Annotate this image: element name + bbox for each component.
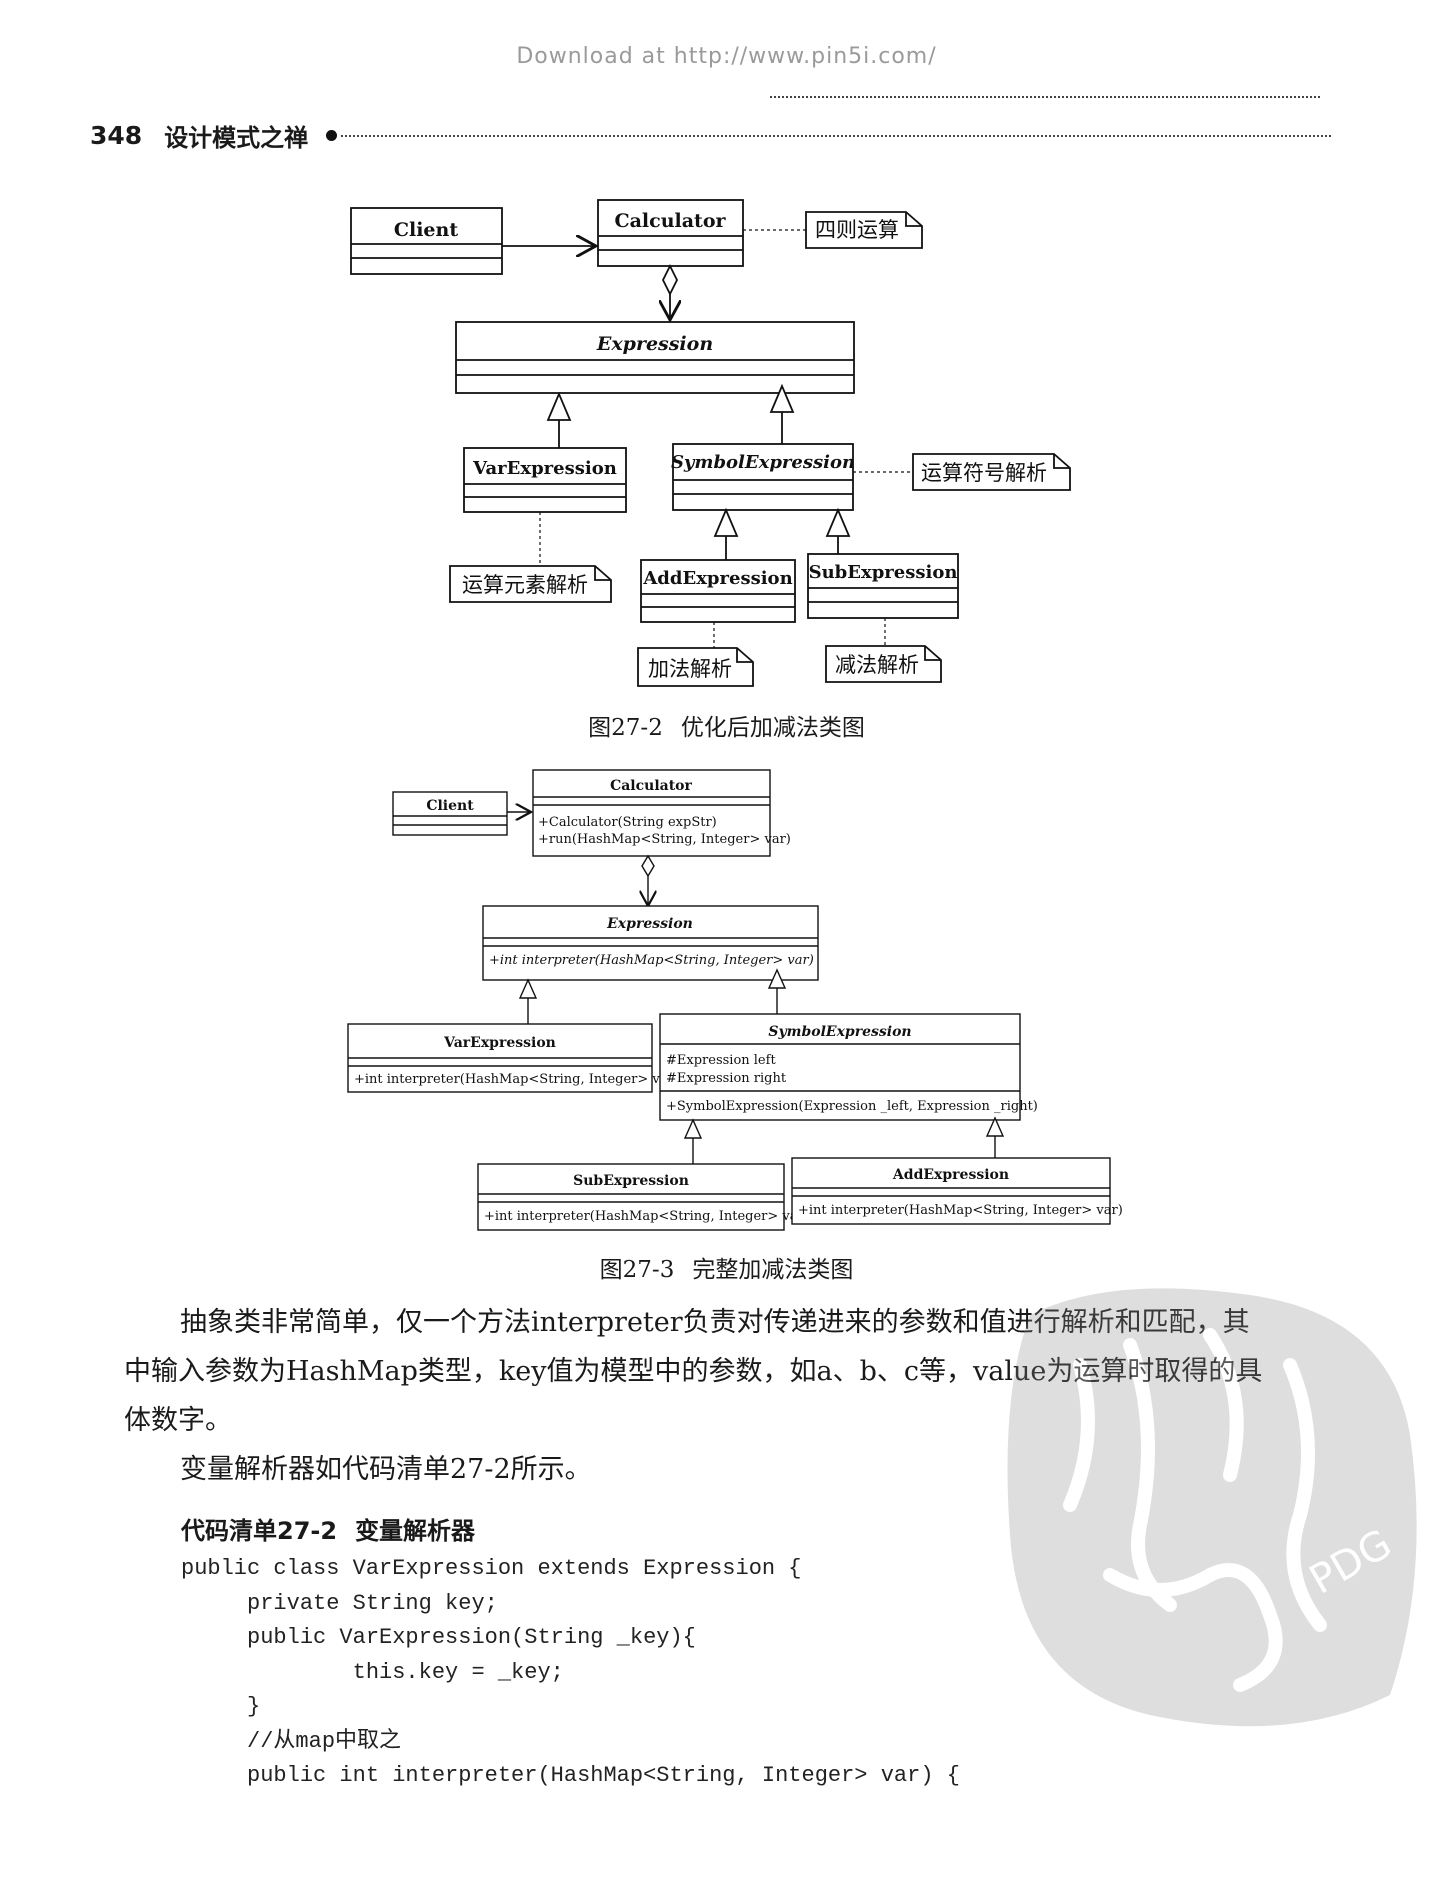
var-expression-method: +int interpreter(HashMap<String, Integer…	[354, 1072, 679, 1087]
uml-class-symbol-expression: SymbolExpression	[671, 443, 855, 511]
class-name-symbol-expression: SymbolExpression	[768, 1024, 911, 1040]
code-line: private String key;	[181, 1590, 498, 1616]
class-name-var-expression: VarExpression	[443, 1035, 556, 1051]
code-line: public int interpreter(HashMap<String, I…	[181, 1763, 960, 1788]
note-text: 运算符号解析	[921, 461, 1047, 485]
uml-class-add-expression-2: AddExpression +int interpreter(HashMap<S…	[791, 1157, 1123, 1225]
class-name-symbol-expression: SymbolExpression	[671, 452, 855, 473]
paragraph-line: 体数字。	[124, 1405, 232, 1436]
calculator-method: +run(HashMap<String, Integer> var)	[538, 832, 791, 847]
inheritance-triangle	[769, 383, 795, 413]
code-line: }	[181, 1694, 261, 1719]
class-name-var-expression: VarExpression	[472, 458, 617, 479]
caption-text: 完整加减法类图	[692, 1257, 854, 1283]
aggregation-diamond	[641, 854, 655, 878]
class-name-expression: Expression	[606, 916, 693, 932]
inheritance-triangle	[683, 1118, 703, 1139]
running-header: 348 设计模式之禅	[90, 118, 1332, 153]
expression-method: +int interpreter(HashMap<String, Integer…	[489, 953, 814, 968]
listing-name: 变量解析器	[355, 1517, 476, 1545]
note-add: 加法解析	[637, 647, 754, 687]
inheritance-triangle	[546, 391, 572, 421]
uml-class-expression: Expression	[455, 321, 855, 394]
caption-number: 图27-3	[599, 1257, 675, 1283]
note-text: 加法解析	[648, 657, 732, 681]
symbol-attribute: #Expression left	[666, 1053, 776, 1068]
uml-class-sub-expression: SubExpression	[807, 553, 959, 619]
paragraph-line: 变量解析器如代码清单27-2所示。	[180, 1454, 592, 1485]
uml-class-add-expression: AddExpression	[640, 559, 796, 623]
class-name-sub-expression: SubExpression	[573, 1173, 689, 1189]
class-name-calculator: Calculator	[614, 210, 726, 232]
class-name-client: Client	[394, 219, 458, 241]
header-bullet	[326, 130, 338, 141]
code-line: this.key = _key;	[181, 1659, 564, 1685]
body-paragraph-2: 变量解析器如代码清单27-2所示。	[124, 1445, 1354, 1494]
download-url-watermark: Download at http://www.pin5i.com/	[516, 44, 937, 69]
paragraph-line: 抽象类非常简单，仅一个方法interpreter负责对传递进来的参数和值进行解析…	[180, 1307, 1250, 1338]
uml-class-calculator: Calculator	[597, 199, 744, 267]
paragraph-line: 中输入参数为HashMap类型，key值为模型中的参数，如a、b、c等，valu…	[124, 1356, 1263, 1387]
note-sub: 减法解析	[825, 645, 942, 683]
note-symbol: 运算符号解析	[912, 453, 1071, 491]
figure-27-3-caption: 图27-3 完整加减法类图	[0, 1250, 1453, 1284]
class-name-client: Client	[426, 798, 474, 814]
listing-number: 代码清单27-2	[181, 1517, 338, 1545]
header-dotted-rule	[341, 134, 1332, 137]
inheritance-triangle	[518, 978, 538, 999]
code-line: //从map中取之	[181, 1728, 402, 1754]
uml-class-var-expression-2: VarExpression +int interpreter(HashMap<S…	[347, 1023, 679, 1093]
symbol-method: +SymbolExpression(Expression _left, Expr…	[666, 1099, 1038, 1114]
note-text: 四则运算	[815, 218, 899, 242]
uml-class-expression-2: Expression +int interpreter(HashMap<Stri…	[482, 905, 819, 981]
uml-class-client: Client	[350, 207, 503, 275]
class-name-expression: Expression	[596, 333, 713, 355]
calculator-method: +Calculator(String expStr)	[538, 815, 717, 830]
uml-class-symbol-expression-2: SymbolExpression #Expression left #Expre…	[659, 1013, 1038, 1121]
note-text: 运算元素解析	[462, 573, 588, 597]
sub-expression-method: +int interpreter(HashMap<String, Integer…	[484, 1209, 809, 1224]
body-paragraph-1: 抽象类非常简单，仅一个方法interpreter负责对传递进来的参数和值进行解析…	[124, 1298, 1354, 1445]
uml-class-client-2: Client	[392, 791, 508, 836]
note-text: 减法解析	[835, 653, 919, 677]
inheritance-triangle	[713, 507, 739, 537]
uml-class-sub-expression-2: SubExpression +int interpreter(HashMap<S…	[477, 1163, 809, 1231]
symbol-attribute: #Expression right	[666, 1071, 787, 1086]
caption-text: 优化后加减法类图	[680, 715, 865, 741]
aggregation-diamond	[661, 263, 679, 297]
class-name-add-expression: AddExpression	[642, 568, 792, 589]
pdg-stamp-watermark: PDG	[1007, 1288, 1417, 1727]
code-listing-title: 代码清单27-2 变量解析器	[181, 1511, 475, 1546]
uml-class-calculator-2: Calculator +Calculator(String expStr) +r…	[532, 769, 791, 857]
book-title: 设计模式之禅	[164, 124, 309, 152]
figure-27-2-caption: 图27-2 优化后加减法类图	[0, 708, 1453, 742]
note-var: 运算元素解析	[449, 565, 612, 603]
add-expression-method: +int interpreter(HashMap<String, Integer…	[798, 1203, 1123, 1218]
uml-class-var-expression: VarExpression	[463, 447, 627, 513]
class-name-add-expression: AddExpression	[892, 1167, 1009, 1183]
top-dotted-rule	[770, 96, 1320, 98]
class-name-calculator: Calculator	[610, 778, 692, 794]
code-line: public VarExpression(String _key){	[181, 1625, 696, 1650]
class-name-sub-expression: SubExpression	[809, 562, 958, 583]
code-listing: public class VarExpression extends Expre…	[181, 1552, 960, 1794]
code-line: public class VarExpression extends Expre…	[181, 1556, 802, 1581]
caption-number: 图27-2	[588, 715, 663, 741]
note-calculator: 四则运算	[805, 211, 923, 249]
figure-27-3: Client Calculator +Calculator(String exp…	[347, 769, 1123, 1231]
page-number: 348	[90, 121, 143, 150]
figure-27-2: Client Calculator 四则运算 Expression	[350, 199, 1071, 687]
inheritance-triangle	[825, 507, 851, 537]
